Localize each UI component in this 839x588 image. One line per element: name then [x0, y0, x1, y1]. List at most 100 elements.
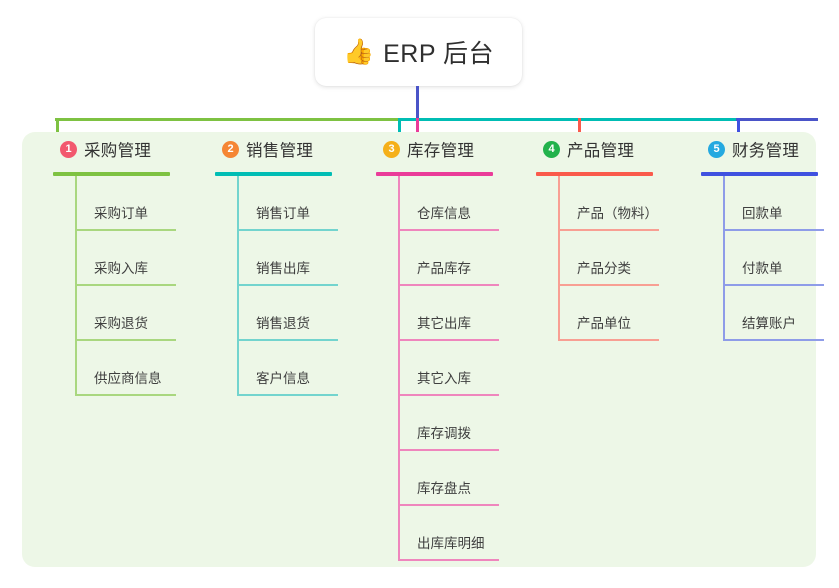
connector-trunk-vertical	[416, 86, 419, 120]
menu-item[interactable]: 回款单	[723, 176, 824, 231]
column-1: 1 采购管理采购订单采购入库采购退货供应商信息	[45, 132, 176, 396]
menu-item-label: 付款单	[742, 261, 783, 276]
item-underline	[237, 284, 338, 286]
column-items-3: 仓库信息产品库存其它出库其它入库库存调拨库存盘点出库库明细	[398, 176, 499, 561]
root-node-title: ERP 后台	[383, 40, 495, 68]
item-underline	[723, 284, 824, 286]
item-underline	[558, 339, 659, 341]
menu-item[interactable]: 产品（物料）	[558, 176, 659, 231]
column-title-2: 销售管理	[246, 142, 314, 160]
menu-item-label: 仓库信息	[417, 206, 471, 221]
menu-item[interactable]: 销售出库	[237, 231, 338, 286]
menu-item[interactable]: 采购订单	[75, 176, 176, 231]
item-spine	[558, 286, 560, 341]
column-title-5: 财务管理	[732, 142, 800, 160]
menu-item[interactable]: 销售订单	[237, 176, 338, 231]
menu-item-label: 库存盘点	[417, 481, 471, 496]
item-underline	[398, 284, 499, 286]
item-spine	[398, 176, 400, 231]
mindmap-panel: 1 采购管理采购订单采购入库采购退货供应商信息 2 销售管理销售订单销售出库销售退货客…	[22, 132, 824, 567]
item-spine	[237, 341, 239, 396]
item-spine	[398, 506, 400, 561]
item-spine	[398, 341, 400, 396]
menu-item[interactable]: 结算账户	[723, 286, 824, 341]
menu-item[interactable]: 其它出库	[398, 286, 499, 341]
item-spine	[398, 396, 400, 451]
column-items-2: 销售订单销售出库销售退货客户信息	[237, 176, 338, 396]
item-underline	[237, 339, 338, 341]
menu-item[interactable]: 客户信息	[237, 341, 338, 396]
menu-item-label: 产品分类	[577, 261, 631, 276]
item-spine	[237, 231, 239, 286]
column-underline-5	[701, 172, 818, 176]
column-badge-1: 1	[60, 140, 77, 158]
column-items-4: 产品（物料） 产品分类产品单位	[558, 176, 659, 341]
menu-item-label: 采购入库	[94, 261, 148, 276]
item-spine	[398, 231, 400, 286]
menu-item[interactable]: 库存调拨	[398, 396, 499, 451]
menu-item[interactable]: 销售退货	[237, 286, 338, 341]
item-underline	[398, 504, 499, 506]
item-spine	[558, 176, 560, 231]
connector-bus-green	[55, 118, 400, 121]
item-spine	[75, 286, 77, 341]
item-spine	[723, 286, 725, 341]
item-spine	[75, 231, 77, 286]
menu-item[interactable]: 采购入库	[75, 231, 176, 286]
column-header-2[interactable]: 2 销售管理	[207, 132, 313, 166]
column-underline-4	[536, 172, 653, 176]
item-spine	[237, 176, 239, 231]
menu-item[interactable]: 供应商信息	[75, 341, 176, 396]
column-underline-3	[376, 172, 493, 176]
column-items-1: 采购订单采购入库采购退货供应商信息	[75, 176, 176, 396]
menu-item-label: 采购订单	[94, 206, 148, 221]
item-underline	[237, 229, 338, 231]
column-header-5[interactable]: 5 财务管理	[693, 132, 799, 166]
menu-item[interactable]: 产品分类	[558, 231, 659, 286]
menu-item-label: 回款单	[742, 206, 783, 221]
item-underline	[398, 229, 499, 231]
menu-item[interactable]: 其它入库	[398, 341, 499, 396]
menu-item-label: 供应商信息	[94, 371, 162, 386]
menu-item-label: 销售订单	[256, 206, 310, 221]
connector-bus-blue	[736, 118, 818, 121]
root-node-card[interactable]: 👍 ERP 后台	[315, 18, 522, 86]
menu-item[interactable]: 出库库明细	[398, 506, 499, 561]
menu-item-label: 库存调拨	[417, 426, 471, 441]
menu-item[interactable]: 仓库信息	[398, 176, 499, 231]
column-badge-2: 2	[222, 140, 239, 158]
menu-item[interactable]: 采购退货	[75, 286, 176, 341]
thumbs-up-icon: 👍	[342, 37, 375, 66]
item-underline	[398, 449, 499, 451]
menu-item-label: 产品单位	[577, 316, 631, 331]
column-underline-2	[215, 172, 332, 176]
menu-item-label: 产品库存	[417, 261, 471, 276]
column-underline-1	[53, 172, 170, 176]
column-2: 2 销售管理销售订单销售出库销售退货客户信息	[207, 132, 338, 396]
menu-item-label: 出库库明细	[417, 536, 485, 551]
menu-item-label: 产品（物料）	[577, 206, 658, 221]
column-title-1: 采购管理	[84, 142, 152, 160]
column-badge-5: 5	[708, 140, 725, 158]
item-underline	[723, 339, 824, 341]
item-spine	[398, 286, 400, 341]
column-badge-4: 4	[543, 140, 560, 158]
item-underline	[398, 394, 499, 396]
item-spine	[75, 176, 77, 231]
column-5: 5 财务管理回款单付款单结算账户	[693, 132, 824, 341]
menu-item[interactable]: 库存盘点	[398, 451, 499, 506]
menu-item-label: 结算账户	[742, 316, 796, 331]
connector-bus-teal	[398, 118, 738, 121]
menu-item[interactable]: 产品单位	[558, 286, 659, 341]
menu-item-label: 采购退货	[94, 316, 148, 331]
item-underline	[558, 284, 659, 286]
item-underline	[237, 394, 338, 396]
item-underline	[75, 284, 176, 286]
column-header-1[interactable]: 1 采购管理	[45, 132, 151, 166]
menu-item[interactable]: 产品库存	[398, 231, 499, 286]
menu-item[interactable]: 付款单	[723, 231, 824, 286]
